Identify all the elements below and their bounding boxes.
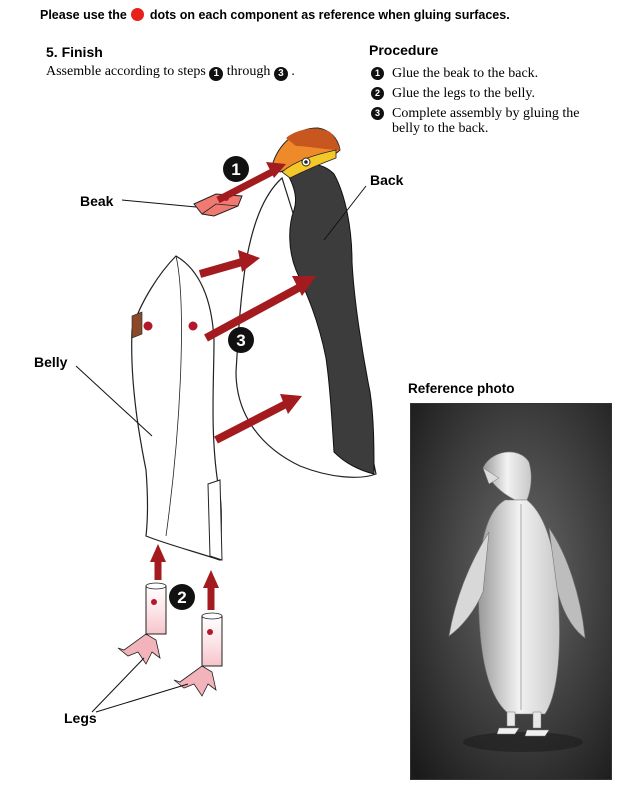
procedure-item-text: Glue the legs to the belly. (392, 86, 535, 101)
belly-leader-line (75, 365, 153, 437)
procedure-item-text: Glue the beak to the back. (392, 66, 539, 81)
arrow-step-3-middle (204, 276, 316, 342)
step-from-badge: 1 (209, 67, 224, 81)
back-leader-line (323, 185, 367, 241)
glue-dot-icon (207, 629, 213, 635)
belly-piece (131, 255, 222, 561)
step-badge-1: 1 (223, 156, 249, 182)
beak-label: Beak (80, 193, 114, 209)
note-text-after: dots on each component as reference when… (149, 8, 510, 22)
arrow-step-2-right (203, 570, 219, 610)
step-text-mid: through (226, 64, 271, 79)
step-badge-1-text: 1 (231, 160, 240, 179)
left-leg-piece (117, 582, 167, 665)
procedure-item-text: Complete assembly by gluing the belly to… (392, 106, 580, 136)
belly-side-flap (207, 479, 223, 561)
reference-photo (410, 403, 612, 780)
photo-shadow (463, 732, 583, 752)
belly-label: Belly (34, 354, 68, 370)
eye-pupil (304, 160, 308, 164)
arrow-step-1 (216, 162, 286, 204)
step-badge-2-text: 2 (177, 588, 186, 607)
procedure-item: 1 Glue the beak to the back. (369, 66, 609, 81)
step-title: 5. Finish (46, 44, 103, 60)
glue-dot-icon (188, 321, 198, 331)
beak-fold-line (201, 203, 239, 215)
right-leg-piece (173, 612, 223, 697)
glue-dot-icon (151, 599, 157, 605)
belly-tab (131, 311, 143, 339)
arrow-step-3-lower (214, 394, 302, 444)
red-dot-icon (130, 8, 144, 21)
step-instruction: Assemble according to steps 1 through 3 … (46, 64, 295, 81)
legs-leader-line (91, 657, 145, 713)
beak-leader-line (121, 199, 197, 208)
legs-label: Legs (64, 710, 97, 726)
glue-dot-icon (143, 321, 153, 331)
paper-penguin-model (448, 451, 586, 737)
back-label: Back (370, 172, 404, 188)
procedure-item: 3 Complete assembly by gluing the belly … (369, 106, 609, 136)
step-badge-3: 3 (228, 327, 254, 353)
step-to-badge: 3 (273, 67, 288, 81)
procedure-number-badge: 2 (371, 87, 384, 100)
belly-fold-line (165, 255, 182, 537)
arrow-step-3-top (198, 250, 260, 278)
procedure-title: Procedure (369, 42, 439, 58)
procedure-list: 1 Glue the beak to the back. 2 Glue the … (369, 66, 609, 141)
procedure-number-badge: 1 (371, 67, 384, 80)
step-badge-3-text: 3 (236, 331, 245, 350)
note-text-before: Please use the (40, 8, 127, 22)
step-text-before: Assemble according to steps (46, 64, 206, 79)
arrow-step-2-left (150, 544, 166, 580)
legs-leader-line (95, 683, 189, 713)
procedure-item: 2 Glue the legs to the belly. (369, 86, 609, 101)
step-text-after: . (291, 64, 295, 79)
glue-reference-note: Please use the dots on each component as … (40, 8, 510, 22)
step-badge-2: 2 (169, 584, 195, 610)
back-piece-crest-top (286, 128, 340, 150)
back-piece-dark (287, 163, 375, 475)
procedure-number-badge: 3 (371, 107, 384, 120)
reference-photo-title: Reference photo (408, 381, 515, 396)
